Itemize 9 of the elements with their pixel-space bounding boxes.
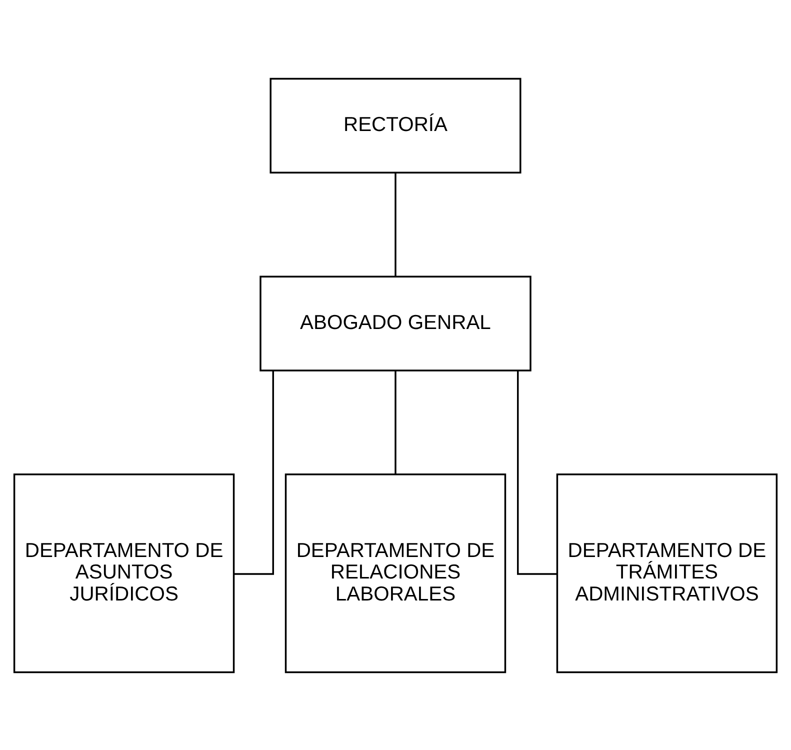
connector: [394, 172, 396, 276]
node-box: RECTORÍA: [270, 77, 522, 173]
node-box: ABOGADO GENRAL: [260, 275, 532, 371]
connector: [394, 370, 396, 474]
connector: [234, 370, 274, 574]
node-box: DEPARTAMENTO DE TRÁMITES ADMINISTRATIVOS: [556, 473, 778, 673]
connector: [517, 370, 558, 574]
node-box: DEPARTAMENTO DE RELACIONES LABORALES: [284, 473, 506, 673]
node-box: DEPARTAMENTO DE ASUNTOS JURÍDICOS: [13, 473, 235, 673]
